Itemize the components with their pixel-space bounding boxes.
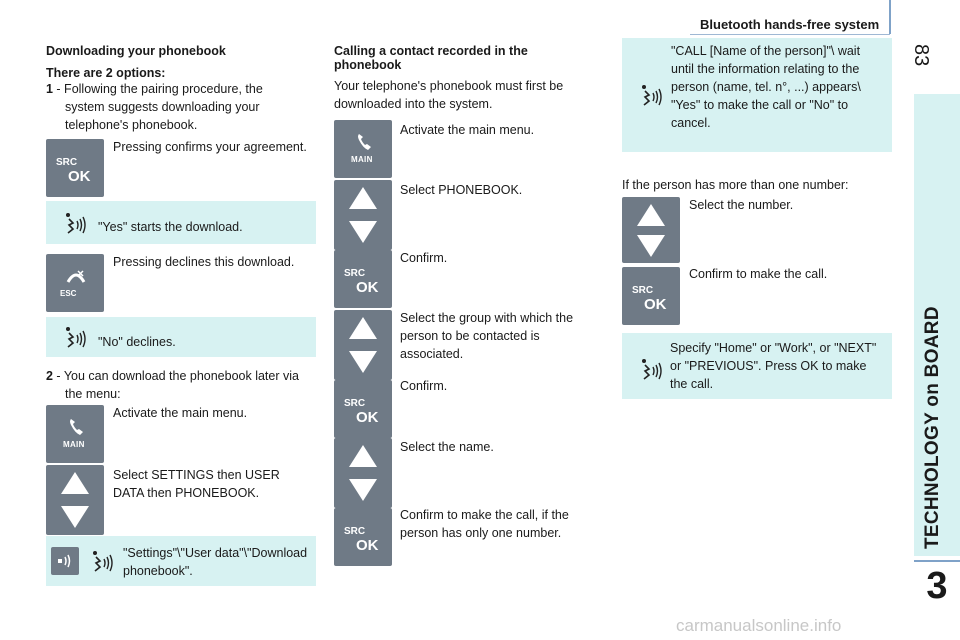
- hang-up-icon: [66, 270, 86, 283]
- header-accent-bar: [889, 0, 891, 34]
- instruction-activate-main: Activate the main menu.: [113, 406, 248, 420]
- voice-no-text: "No" declines.: [98, 335, 176, 349]
- step-select-phonebook: Select PHONEBOOK.: [400, 183, 523, 197]
- up-down-arrows-icon: [622, 197, 680, 263]
- step-select-group: Select the group with which the person t…: [400, 311, 574, 361]
- chapter-title: TECHNOLOGY on BOARD: [922, 306, 943, 549]
- calling-intro: Your telephone's phonebook must first be…: [334, 79, 564, 111]
- esc-button-icon: ESC: [46, 254, 104, 312]
- voice-panel-yes: "Yes" starts the download.: [46, 201, 316, 244]
- up-down-arrows-icon: [334, 180, 392, 250]
- down-arrow-icon: [61, 506, 89, 528]
- up-arrow-icon: [349, 187, 377, 209]
- voice-command-icon: [642, 85, 662, 106]
- up-arrow-icon: [637, 204, 665, 226]
- more-numbers-text: If the person has more than one number:: [622, 178, 849, 192]
- step-confirm-2: Confirm.: [400, 379, 448, 393]
- voice-call-text: "CALL [Name of the person]"\ wait until …: [671, 44, 861, 130]
- chapter-divider: [914, 560, 960, 562]
- voice-command-icon: [642, 359, 662, 380]
- voice-panel-call: "CALL [Name of the person]"\ wait until …: [622, 38, 892, 152]
- chapter-side-band: [914, 94, 960, 556]
- down-arrow-icon: [637, 235, 665, 257]
- up-arrow-icon: [349, 445, 377, 467]
- voice-specify-text: Specify "Home" or "Work", or "NEXT" or "…: [670, 341, 877, 391]
- up-down-arrows-icon: [334, 438, 392, 508]
- step-activate-main: Activate the main menu.: [400, 123, 535, 137]
- voice-yes-text: "Yes" starts the download.: [98, 220, 243, 234]
- voice-panel-specify: Specify "Home" or "Work", or "NEXT" or "…: [622, 333, 892, 399]
- voice-panel-settings: "Settings"\"User data"\"Download phonebo…: [46, 536, 316, 586]
- watermark: carmanualsonline.info: [676, 616, 842, 635]
- options-heading: There are 2 options:: [46, 66, 166, 80]
- header-divider: [690, 34, 890, 35]
- voice-command-icon: [93, 551, 113, 572]
- instruction-press-decline: Pressing declines this download.: [113, 255, 295, 269]
- voice-panel-no: "No" declines.: [46, 317, 316, 357]
- voice-command-icon: [66, 213, 86, 234]
- instruction-press-agree: Pressing confirms your agreement.: [113, 140, 307, 154]
- section-heading-downloading: Downloading your phonebook: [46, 44, 226, 58]
- up-arrow-icon: [61, 472, 89, 494]
- up-down-arrows-icon: [46, 465, 104, 535]
- step-confirm-1: Confirm.: [400, 251, 448, 265]
- main-menu-button-icon: MAIN: [334, 120, 392, 178]
- voice-settings-text: "Settings"\"User data"\"Download phonebo…: [123, 546, 308, 578]
- confirm-call-text: Confirm to make the call.: [689, 267, 828, 281]
- up-arrow-icon: [349, 317, 377, 339]
- page-header-title: Bluetooth hands-free system: [700, 17, 880, 32]
- voice-button-icon: [51, 547, 79, 575]
- step-confirm-call: Confirm to make the call, if the person …: [400, 508, 569, 540]
- option-2-text: 2 - You can download the phonebook later…: [46, 369, 299, 401]
- page-number: 83: [910, 44, 932, 67]
- chapter-number: 3: [926, 565, 948, 607]
- section-heading-calling: Calling a contact recorded in the phoneb…: [334, 44, 528, 72]
- option-1-text: 1 - Following the pairing procedure, the…: [46, 82, 263, 132]
- phone-icon: [358, 134, 371, 150]
- down-arrow-icon: [349, 479, 377, 501]
- down-arrow-icon: [349, 221, 377, 243]
- voice-command-icon: [66, 327, 86, 348]
- sound-waves-icon: [58, 554, 71, 568]
- phone-icon: [70, 419, 83, 435]
- instruction-select-settings: Select SETTINGS then USER DATA then PHON…: [113, 468, 280, 500]
- step-select-name: Select the name.: [400, 440, 494, 454]
- select-number-text: Select the number.: [689, 198, 794, 212]
- up-down-arrows-icon: [334, 310, 392, 380]
- down-arrow-icon: [349, 351, 377, 373]
- main-menu-button-icon: MAIN: [46, 405, 104, 463]
